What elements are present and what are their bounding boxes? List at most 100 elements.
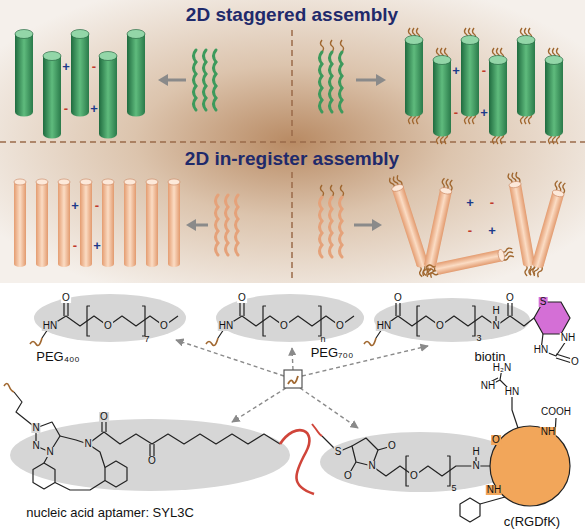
panel-background xyxy=(0,0,585,283)
peptide-strand xyxy=(204,50,207,110)
cylinder-end xyxy=(80,261,92,267)
divider xyxy=(0,30,585,278)
cylinder-end xyxy=(14,261,26,267)
atom-label: NH xyxy=(560,333,576,343)
cylinder-body xyxy=(80,182,92,264)
charge-sign: - xyxy=(489,196,495,209)
repeat-count: 3 xyxy=(475,334,482,343)
charge-sign: + xyxy=(451,64,461,77)
charge-sign: + xyxy=(70,199,80,212)
cylinder-body xyxy=(433,60,451,132)
cylinder xyxy=(36,179,48,267)
linker-strand xyxy=(312,424,322,436)
cylinder-body xyxy=(532,192,564,266)
cylinder-top xyxy=(433,56,451,65)
assembly-arrowhead xyxy=(376,74,386,86)
chemical-bonds xyxy=(14,298,575,522)
cylinder-end xyxy=(124,261,136,267)
cylinder-end xyxy=(517,108,535,117)
cylinder xyxy=(168,179,180,267)
cylinder-top xyxy=(497,249,505,262)
atom-label: HN xyxy=(533,345,549,355)
highlight-ellipse xyxy=(10,294,530,492)
atom-label: O xyxy=(103,321,113,331)
cylinder-body xyxy=(102,182,114,264)
moiety-name: biotin xyxy=(473,350,506,363)
cylinder-top xyxy=(552,189,565,198)
peg-squiggle xyxy=(4,338,376,392)
cylinder-body xyxy=(36,182,48,264)
cylinder-top xyxy=(146,179,158,185)
cylinder-end xyxy=(405,108,423,117)
moiety-icon xyxy=(284,370,302,388)
atom-label: NH xyxy=(540,427,556,437)
cylinder-end xyxy=(58,261,70,267)
atom-label: O xyxy=(570,357,580,367)
cylinder xyxy=(43,52,61,139)
cylinder-end xyxy=(102,261,114,267)
cylinder-end xyxy=(435,262,443,275)
atom-label: N xyxy=(83,439,92,449)
moiety-name: PEG₄₀₀ xyxy=(35,350,81,363)
atom-label: O xyxy=(387,441,397,451)
atom-label: O xyxy=(159,321,169,331)
peptide-strand xyxy=(330,197,333,257)
peptide-strand xyxy=(214,50,217,110)
cylinder-top xyxy=(405,36,423,45)
charge-sign: + xyxy=(89,102,99,115)
section-title: 2D staggered assembly xyxy=(185,5,399,24)
atom-label: H xyxy=(471,447,480,457)
cylinder-body xyxy=(124,182,136,264)
cylinder xyxy=(124,179,136,267)
cylinder-end xyxy=(36,261,48,267)
cylinder xyxy=(80,179,92,267)
cylinder-top xyxy=(15,30,33,39)
atom-label: HN xyxy=(376,321,392,331)
moiety-icon-squiggle xyxy=(288,376,298,384)
charge-sign: - xyxy=(467,224,473,237)
aptamer-strand xyxy=(280,430,314,494)
atom-label: S xyxy=(334,447,343,457)
charge-sign: - xyxy=(63,102,69,115)
atom-label: O xyxy=(237,293,247,303)
cylinder-end xyxy=(489,128,507,137)
cylinder-end xyxy=(43,130,61,139)
peptide-strand xyxy=(216,195,219,255)
cylinder-body xyxy=(489,60,507,132)
assembly-arrow xyxy=(356,79,378,82)
cylinder-body xyxy=(71,34,89,112)
cylinder-body xyxy=(58,182,70,264)
cylinder-top xyxy=(168,179,180,185)
cylinder-body xyxy=(15,34,33,112)
cylinder xyxy=(489,48,507,144)
atom-label: N xyxy=(31,441,40,451)
atom-label: O xyxy=(61,293,71,303)
atom-label: COOH xyxy=(540,407,572,417)
assembly-arrow xyxy=(194,224,208,227)
cylinder xyxy=(14,179,26,267)
moiety-name: nucleic acid aptamer: SYL3C xyxy=(25,506,195,519)
charge-sign: - xyxy=(72,239,78,252)
cylinder-body xyxy=(545,60,563,132)
cylinder-end xyxy=(168,261,180,267)
charge-sign: + xyxy=(92,239,102,252)
peg-chain xyxy=(321,185,324,197)
cylinder-body xyxy=(99,56,117,134)
cylinder-end xyxy=(531,260,544,269)
charge-sign: + xyxy=(479,106,489,119)
cylinder xyxy=(127,30,145,117)
cylinder xyxy=(461,28,479,124)
fibril-illustration xyxy=(14,28,567,278)
cylinder xyxy=(58,179,70,267)
atom-label: NH xyxy=(480,381,496,391)
peg-chain xyxy=(321,40,324,52)
atom-label: O xyxy=(279,321,289,331)
atom-label: H₂N xyxy=(492,363,512,373)
cylinder-top xyxy=(99,52,117,61)
cylinder-end xyxy=(461,108,479,117)
cylinder-end xyxy=(15,108,33,117)
cylinder-body xyxy=(127,34,145,112)
atom-label: O xyxy=(343,471,353,481)
charge-sign: - xyxy=(453,106,459,119)
